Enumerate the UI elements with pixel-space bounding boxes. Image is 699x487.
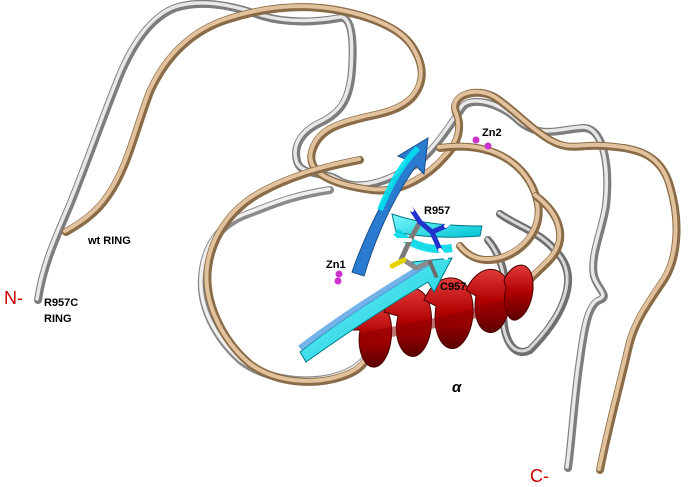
label-alpha-helix: α <box>452 379 462 396</box>
zn2-ion <box>472 136 480 144</box>
label-zn2: Zn2 <box>482 127 502 139</box>
label-c-terminus: C- <box>530 466 549 486</box>
alpha-helix <box>351 264 534 368</box>
zn1-ion-ghost <box>334 277 342 285</box>
label-wt-ring: wt RING <box>87 235 131 247</box>
zn2-ion-ghost <box>484 142 492 150</box>
label-r957: R957 <box>424 205 450 217</box>
label-r957c-ring-line2: RING <box>44 313 72 325</box>
label-c957: C957 <box>440 281 466 293</box>
zn1-ion <box>335 270 343 278</box>
label-zn1: Zn1 <box>326 259 346 271</box>
label-n-terminus: N- <box>4 288 23 308</box>
label-r957c-ring-line1: R957C <box>44 297 78 309</box>
c957-side-chain <box>389 257 438 278</box>
beta-strands <box>298 137 483 363</box>
